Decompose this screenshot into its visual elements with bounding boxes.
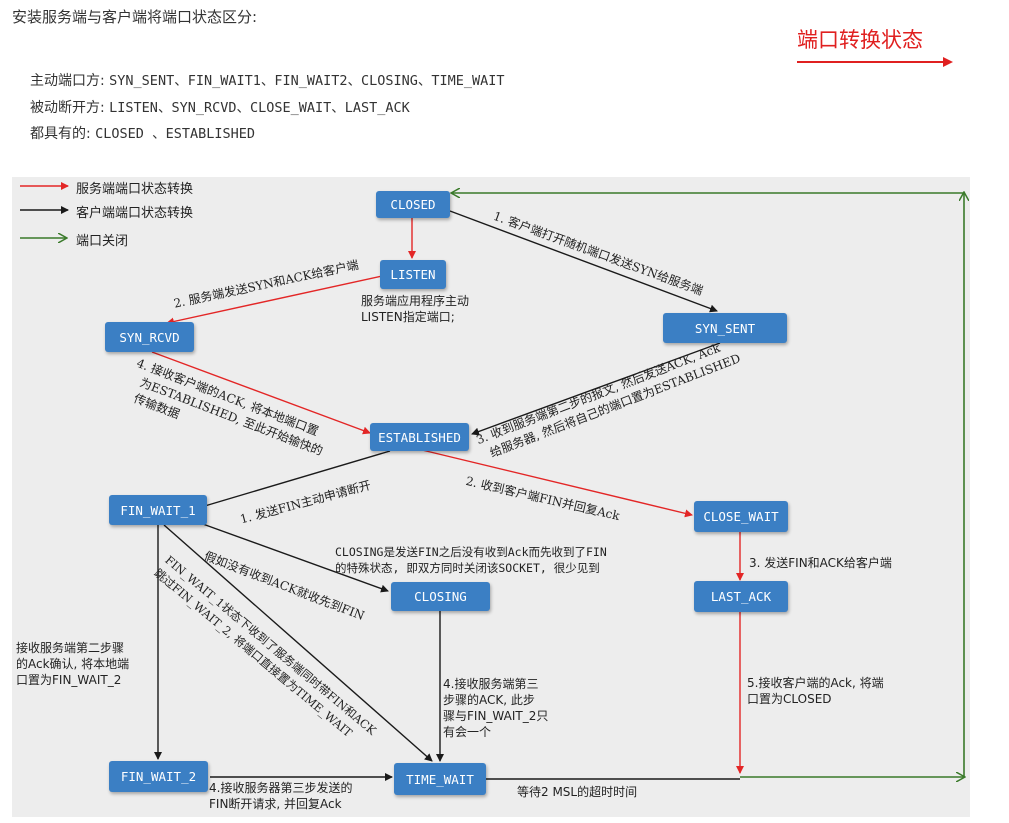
fin-step-3: 3. 发送FIN和ACK给客户端	[749, 556, 892, 570]
closing-tw-line: 骤与FIN_WAIT_2只	[443, 709, 549, 723]
fw2-note-line: 接收服务端第二步骤	[16, 641, 125, 655]
page-heading: 安装服务端与客户端将端口状态区分:	[12, 8, 258, 26]
fw2-tw-line: FIN断开请求, 并回复Ack	[209, 797, 342, 811]
diagram-arrows	[20, 182, 970, 817]
state-closed: CLOSED	[376, 191, 450, 218]
closing-tw-line: 有会一个	[443, 725, 492, 739]
closing-note-line: 的特殊状态, 即双方同时关闭该SOCKET, 很少见到	[335, 561, 600, 575]
last-ack-line: 口置为CLOSED	[747, 692, 832, 706]
state-fin-wait-2: FIN_WAIT_2	[109, 761, 208, 792]
fw2-note: 接收服务端第二步骤 的Ack确认, 将本地端 口置为FIN_WAIT_2	[16, 640, 129, 688]
badge-text: 端口转换状态	[797, 28, 923, 52]
legend-client: 客户端端口状态转换	[76, 206, 194, 221]
listen-note-line: 服务端应用程序主动	[361, 294, 470, 308]
fw2-note-line: 的Ack确认, 将本地端	[16, 657, 130, 671]
closing-note: CLOSING是发送FIN之后没有收到Ack而先收到了FIN 的特殊状态, 即双…	[335, 544, 607, 576]
common-label: 都具有的:	[30, 126, 91, 142]
legend-close: 端口关闭	[76, 234, 129, 249]
active-side-line: 主动端口方: SYN_SENT、FIN_WAIT1、FIN_WAIT2、CLOS…	[30, 69, 505, 90]
state-syn-rcvd: SYN_RCVD	[105, 322, 194, 352]
last-ack-line: 5.接收客户端的Ack, 将端	[747, 676, 884, 690]
state-closing: CLOSING	[391, 582, 490, 611]
common-value: CLOSED 、ESTABLISHED	[95, 126, 255, 142]
state-established: ESTABLISHED	[370, 423, 469, 451]
closing-tw-line: 步骤的ACK, 此步	[443, 693, 535, 707]
common-line: 都具有的: CLOSED 、ESTABLISHED	[30, 122, 255, 143]
closing-to-timewait-note: 4.接收服务端第三 步骤的ACK, 此步 骤与FIN_WAIT_2只 有会一个	[443, 676, 548, 740]
last-ack-note: 5.接收客户端的Ack, 将端 口置为CLOSED	[747, 675, 884, 707]
tcp-state-diagram: 服务端端口状态转换 客户端端口状态转换 端口关闭 CLOSED LISTEN S…	[12, 177, 970, 817]
closing-note-line: CLOSING是发送FIN之后没有收到Ack而先收到了FIN	[335, 545, 607, 559]
time-wait-note: 等待2 MSL的超时时间	[517, 785, 638, 799]
active-side-value: SYN_SENT、FIN_WAIT1、FIN_WAIT2、CLOSING、TIM…	[109, 73, 505, 89]
listen-note-line: LISTEN指定端口;	[361, 310, 455, 324]
passive-side-label: 被动断开方:	[30, 100, 105, 116]
passive-side-line: 被动断开方: LISTEN、SYN_RCVD、CLOSE_WAIT、LAST_A…	[30, 96, 410, 117]
title-badge: 端口转换状态	[797, 24, 957, 73]
state-time-wait: TIME_WAIT	[394, 763, 486, 795]
fw2-to-timewait-note: 4.接收服务器第三步发送的 FIN断开请求, 并回复Ack	[209, 780, 352, 812]
badge-arrow-icon	[797, 57, 953, 67]
active-side-label: 主动端口方:	[30, 73, 105, 89]
state-close-wait: CLOSE_WAIT	[694, 501, 788, 532]
state-listen: LISTEN	[380, 260, 446, 289]
legend-server: 服务端端口状态转换	[76, 182, 194, 197]
closing-tw-line: 4.接收服务端第三	[443, 677, 539, 691]
fw2-tw-line: 4.接收服务器第三步发送的	[209, 781, 353, 795]
fw2-note-line: 口置为FIN_WAIT_2	[16, 673, 122, 687]
state-last-ack: LAST_ACK	[694, 581, 788, 612]
state-fin-wait-1: FIN_WAIT_1	[109, 495, 207, 525]
passive-side-value: LISTEN、SYN_RCVD、CLOSE_WAIT、LAST_ACK	[109, 100, 410, 116]
listen-note: 服务端应用程序主动 LISTEN指定端口;	[361, 293, 469, 325]
state-syn-sent: SYN_SENT	[663, 313, 787, 343]
